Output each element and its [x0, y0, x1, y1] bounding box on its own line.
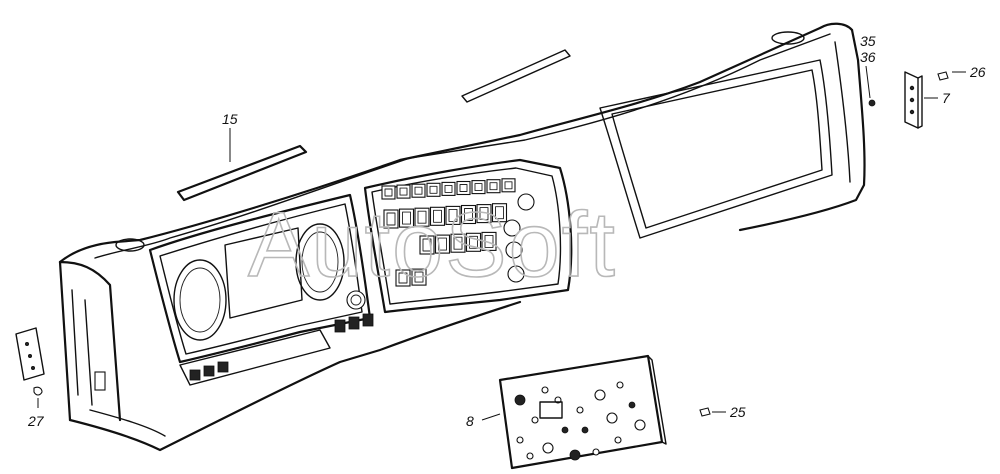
console-knob	[505, 241, 523, 259]
callout-27: 27	[27, 413, 45, 429]
console-switch-face	[422, 238, 432, 252]
dashboard-panel	[58, 22, 866, 452]
console-switch	[481, 231, 497, 251]
callout-labels: 15 35 36 26 7 27 8 25	[27, 33, 986, 429]
console-switch-face	[402, 211, 411, 225]
trim-strip-part	[176, 49, 571, 202]
console-switch-face	[384, 188, 393, 197]
console-switch-face	[464, 208, 473, 221]
console-switch-face	[399, 187, 408, 196]
console-switch-face	[459, 184, 468, 192]
console-switch	[419, 235, 435, 255]
callout-7: 7	[942, 90, 951, 106]
console-switch-face	[438, 237, 447, 251]
console-switch	[491, 203, 508, 223]
board-hole	[634, 419, 646, 431]
console-switch-face	[448, 208, 458, 222]
console-switch-face	[469, 235, 478, 249]
leader-lines	[37, 65, 966, 421]
console-knob	[507, 265, 525, 283]
console-switch-face	[433, 209, 442, 223]
console-switch	[486, 179, 501, 194]
console-switch	[445, 205, 461, 225]
console-switch-face	[414, 186, 423, 195]
board-hole	[531, 416, 539, 424]
board-hole	[592, 448, 600, 456]
console-switch-face	[417, 210, 427, 224]
left-bracket-part	[15, 327, 45, 396]
console-switch-face	[398, 272, 408, 284]
callout-35: 35	[860, 33, 876, 49]
board-hole	[576, 406, 584, 414]
console-switch-face	[429, 185, 438, 194]
callout-8: 8	[466, 413, 474, 429]
board-hole	[628, 401, 636, 409]
console-switch-face	[444, 184, 453, 193]
board-window	[539, 401, 563, 419]
console-knob	[503, 219, 521, 237]
board-hole	[569, 449, 581, 461]
console-switch-face	[495, 206, 504, 220]
console-switch	[471, 180, 486, 195]
console-switch	[476, 204, 492, 224]
board-hole	[526, 452, 534, 460]
console-switch	[429, 206, 446, 226]
console-switch	[501, 178, 516, 193]
circuit-board-part	[498, 354, 667, 470]
console-switch	[465, 232, 482, 252]
console-switch	[383, 209, 399, 229]
bracket-part	[904, 71, 923, 129]
console-switch-face	[504, 181, 513, 190]
console-switch-face	[414, 271, 424, 283]
console-switch-face	[386, 212, 396, 226]
console-switch-face	[489, 182, 498, 191]
board-hole	[516, 436, 524, 444]
console-switch	[395, 269, 411, 287]
console-switch-face	[453, 236, 463, 250]
board-hole	[541, 386, 549, 394]
console-switch-face	[479, 207, 489, 221]
center-switch-grid	[381, 178, 535, 287]
callout-15: 15	[222, 111, 238, 127]
console-switch	[456, 180, 471, 196]
console-switch	[411, 268, 427, 286]
console-switch	[460, 204, 477, 225]
board-hole	[606, 412, 618, 424]
console-switch	[398, 208, 415, 228]
board-hole	[581, 426, 589, 434]
board-hole	[616, 381, 624, 389]
callout-36: 36	[860, 49, 876, 65]
console-switch	[434, 234, 451, 254]
callout-26: 26	[969, 64, 986, 80]
board-hole	[514, 394, 526, 406]
board-hole	[614, 436, 622, 444]
small-clip-part	[699, 407, 711, 417]
board-hole	[542, 442, 554, 454]
clip-part	[937, 71, 949, 81]
console-switch-face	[474, 183, 483, 192]
board-hole	[594, 389, 606, 401]
callout-25: 25	[729, 404, 746, 420]
board-hole	[561, 426, 569, 434]
console-knob	[517, 193, 535, 211]
console-switch	[450, 233, 466, 253]
watermark-text: AutoSoft	[248, 194, 617, 296]
console-switch	[414, 207, 430, 227]
screw-part	[868, 99, 876, 107]
console-switch-face	[484, 234, 494, 248]
